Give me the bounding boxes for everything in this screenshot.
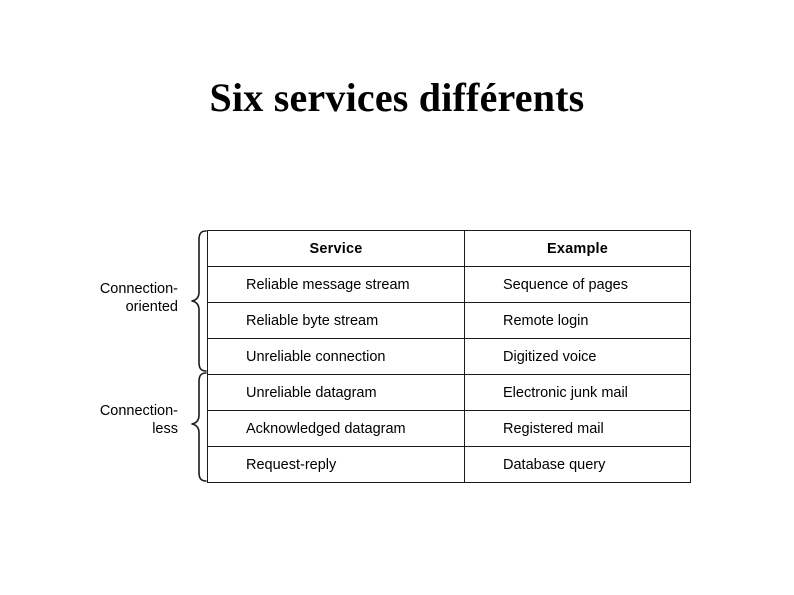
brace-connection-less xyxy=(191,372,207,482)
cell-example: Registered mail xyxy=(464,410,691,447)
table-row: Reliable byte stream Remote login xyxy=(207,302,691,339)
page-title: Six services différents xyxy=(209,75,585,120)
cell-service: Acknowledged datagram xyxy=(207,410,465,447)
table-row: Acknowledged datagram Registered mail xyxy=(207,410,691,447)
cell-service: Reliable byte stream xyxy=(207,302,465,339)
cell-service: Request-reply xyxy=(207,446,465,483)
table-row: Request-reply Database query xyxy=(207,446,691,483)
group-label-connection-less: Connection- less xyxy=(99,403,178,437)
table-row: Unreliable datagram Electronic junk mail xyxy=(207,374,691,411)
table-row: Unreliable connection Digitized voice xyxy=(207,338,691,375)
cell-service: Unreliable datagram xyxy=(207,374,465,411)
table-row: Reliable message stream Sequence of page… xyxy=(207,266,691,303)
cell-example: Sequence of pages xyxy=(464,266,691,303)
cell-example: Database query xyxy=(464,446,691,483)
table-header-row: Service Example xyxy=(207,230,691,267)
cell-example: Electronic junk mail xyxy=(464,374,691,411)
cell-service: Reliable message stream xyxy=(207,266,465,303)
cell-example: Digitized voice xyxy=(464,338,691,375)
column-header-example: Example xyxy=(464,230,691,267)
services-table: Service Example Reliable message stream … xyxy=(207,230,691,483)
group-braces xyxy=(191,230,207,482)
column-header-service: Service xyxy=(207,230,465,267)
cell-example: Remote login xyxy=(464,302,691,339)
cell-service: Unreliable connection xyxy=(207,338,465,375)
brace-connection-oriented xyxy=(191,230,207,372)
group-label-connection-oriented: Connection- oriented xyxy=(99,281,178,315)
